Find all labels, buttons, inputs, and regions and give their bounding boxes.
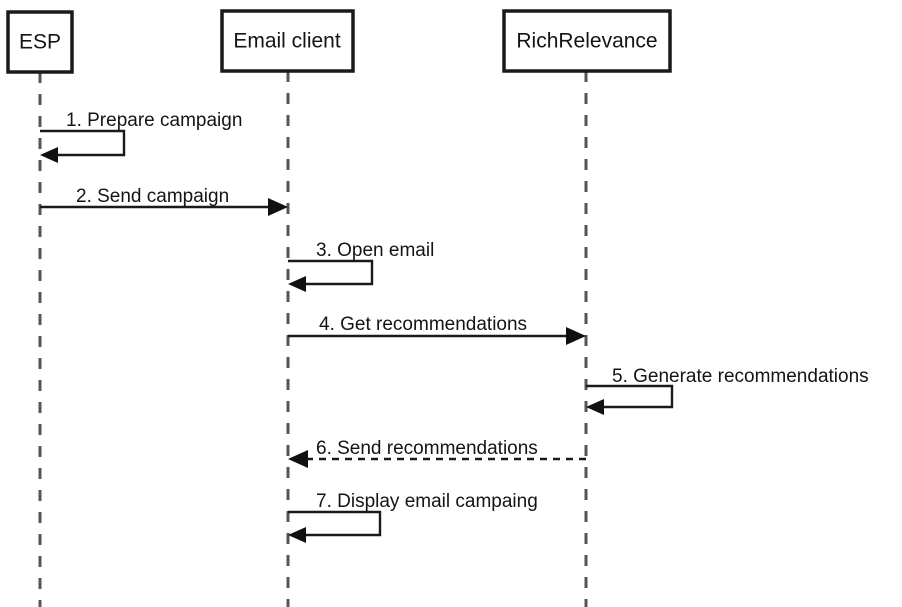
message-2-label: 2. Send campaign (76, 186, 229, 207)
participant-email-client[interactable]: Email client (220, 9, 355, 73)
message-6-arrowhead (288, 450, 308, 468)
message-1-label: 1. Prepare campaign (66, 110, 242, 131)
message-1-path[interactable] (40, 129, 126, 157)
participant-email-client-label: Email client (233, 30, 341, 53)
message-3-path[interactable] (288, 259, 374, 286)
participant-richrelevance-label: RichRelevance (516, 30, 657, 53)
message-3-open-email[interactable]: 3. Open email (288, 240, 434, 292)
message-6-send-recommendations[interactable]: 6. Send recommendations (288, 438, 586, 468)
message-3-arrowhead (288, 276, 306, 292)
message-7-label: 7. Display email campaing (316, 491, 538, 512)
lifelines-group (38, 71, 588, 607)
message-7-path[interactable] (288, 510, 382, 537)
participant-email-client-box[interactable] (220, 9, 355, 73)
participant-richrelevance[interactable]: RichRelevance (502, 9, 672, 73)
message-3-label: 3. Open email (316, 240, 434, 261)
message-1-prepare-campaign[interactable]: 1. Prepare campaign (40, 110, 242, 163)
participant-esp-box[interactable] (6, 10, 74, 74)
message-1-arrowhead (40, 147, 58, 163)
participant-esp-label: ESP (19, 31, 61, 54)
message-5-label: 5. Generate recommendations (612, 366, 869, 387)
message-5-arrowhead (586, 399, 604, 415)
message-5-generate-recommendations[interactable]: 5. Generate recommendations (586, 366, 869, 415)
message-6-label: 6. Send recommendations (316, 438, 538, 459)
participant-esp[interactable]: ESP (6, 10, 74, 74)
participants-group: ESP Email client RichRelevance (6, 9, 672, 74)
message-7-display-email-campaing[interactable]: 7. Display email campaing (288, 491, 538, 543)
message-4-label: 4. Get recommendations (319, 314, 527, 335)
message-2-arrowhead (268, 198, 288, 216)
message-4-arrowhead (566, 327, 586, 345)
message-2-send-campaign[interactable]: 2. Send campaign (40, 186, 288, 216)
participant-richrelevance-box[interactable] (502, 9, 672, 73)
message-5-path[interactable] (586, 384, 674, 409)
message-7-arrowhead (288, 527, 306, 543)
message-4-get-recommendations[interactable]: 4. Get recommendations (288, 314, 586, 345)
